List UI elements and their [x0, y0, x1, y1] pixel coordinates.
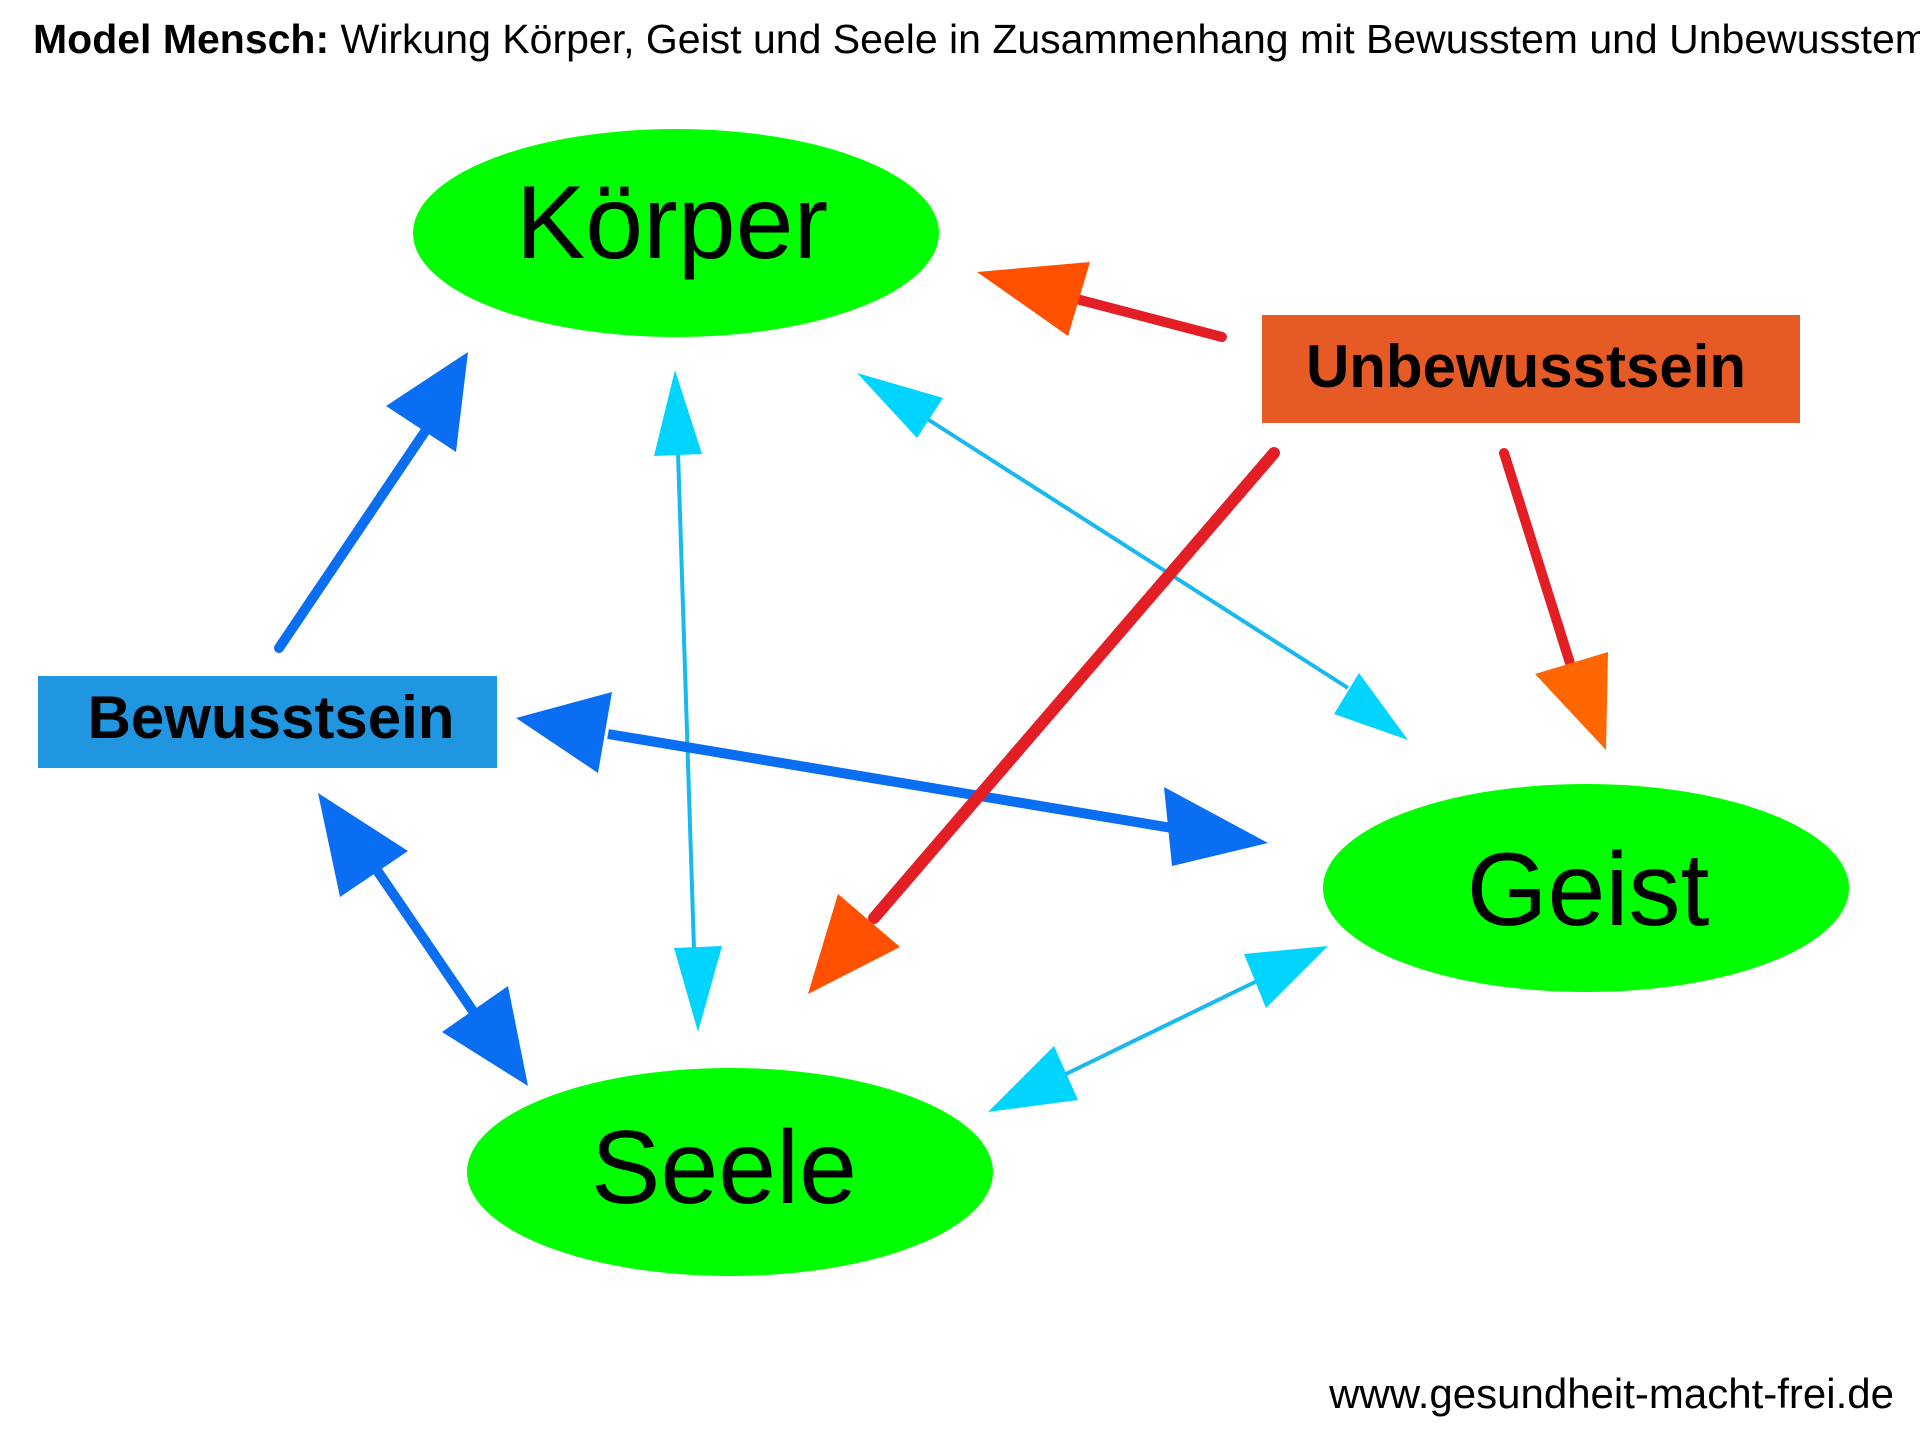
arrow-unbewusstsein-koerper [977, 262, 1227, 342]
seele-label: Seele [591, 1110, 857, 1226]
arrow-koerper-seele [654, 370, 722, 1032]
arrow-bewusstsein-seele [318, 793, 528, 1086]
title-bold-label: Model Mensch: [33, 16, 330, 62]
koerper-ellipse [413, 129, 939, 337]
bewusstsein-label: Bewusstsein [88, 684, 455, 751]
arrow-unbewusstsein-geist [1499, 448, 1608, 750]
arrow-geist-seele [988, 946, 1328, 1112]
arrow-unbewusstsein-seele [808, 447, 1280, 994]
seele-ellipse [467, 1068, 993, 1276]
unbewusstsein-box [1262, 315, 1800, 423]
geist-label: Geist [1467, 832, 1710, 948]
arrow-koerper-geist [857, 373, 1408, 740]
arrow-bewusstsein-geist [516, 692, 1268, 866]
koerper-label: Körper [516, 165, 828, 281]
page-title: Model Mensch: Wirkung Körper, Geist und … [33, 16, 1920, 63]
geist-ellipse [1323, 784, 1849, 992]
source-url: www.gesundheit-macht-frei.de [1329, 1370, 1894, 1417]
title-description: Wirkung Körper, Geist und Seele in Zusam… [340, 16, 1920, 62]
arrow-bewusstsein-koerper [274, 352, 468, 653]
unbewusstsein-label: Unbewusstsein [1306, 333, 1746, 400]
bewusstsein-box [38, 676, 497, 768]
